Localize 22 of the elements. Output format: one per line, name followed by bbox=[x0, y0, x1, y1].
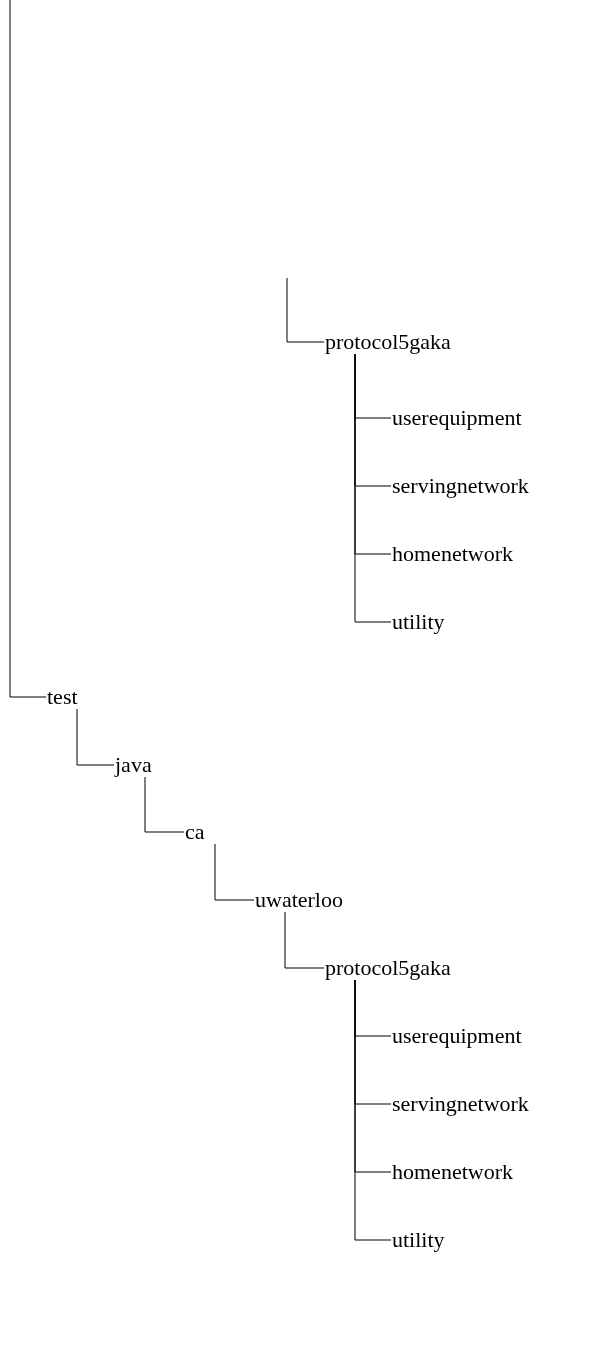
directory-name: servingnetwork bbox=[391, 472, 530, 500]
directory-name: test bbox=[46, 683, 79, 711]
directory-name: protocol5gaka bbox=[324, 954, 452, 982]
directory-name: homenetwork bbox=[391, 540, 514, 568]
tree-connector bbox=[214, 843, 255, 901]
tree-connector bbox=[354, 353, 392, 623]
directory-name: servingnetwork bbox=[391, 1090, 530, 1118]
tree-connector bbox=[284, 911, 325, 969]
tree-connector bbox=[144, 776, 185, 833]
tree-connector bbox=[76, 708, 115, 766]
tree-connector bbox=[286, 277, 325, 343]
directory-name: uwaterloo bbox=[254, 886, 344, 914]
tree-connector bbox=[354, 979, 392, 1241]
directory-name: userequipment bbox=[391, 404, 523, 432]
directory-name: protocol5gaka bbox=[324, 328, 452, 356]
directory-name: utility bbox=[391, 608, 446, 636]
tree-connector bbox=[9, 0, 47, 698]
directory-name: homenetwork bbox=[391, 1158, 514, 1186]
directory-name: userequipment bbox=[391, 1022, 523, 1050]
directory-name: utility bbox=[391, 1226, 446, 1254]
directory-name: java bbox=[114, 751, 153, 779]
directory-name: ca bbox=[184, 818, 206, 846]
